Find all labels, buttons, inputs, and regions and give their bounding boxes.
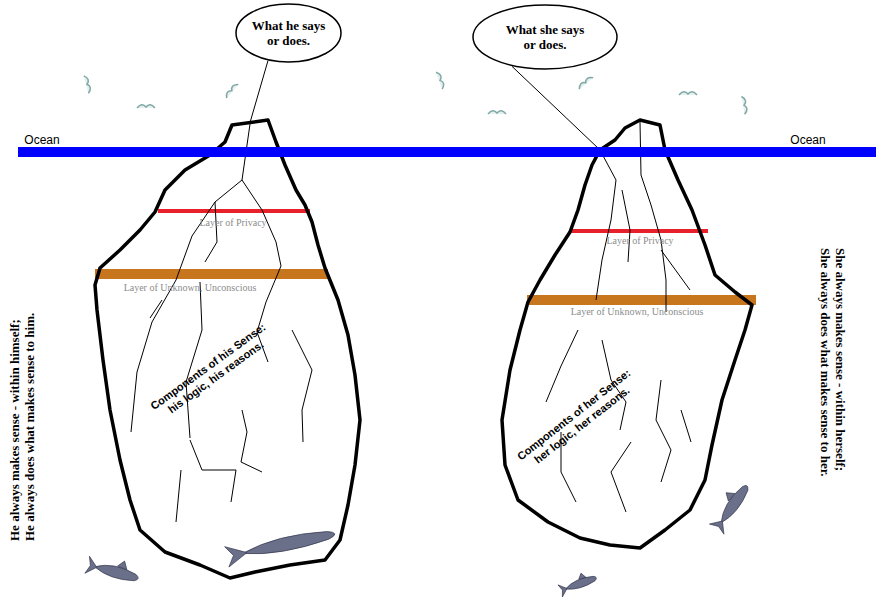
bird <box>224 82 238 98</box>
crack-lines <box>131 124 312 522</box>
privacy-line <box>570 229 708 233</box>
bubble-ellipse <box>236 4 341 62</box>
crack-line <box>640 122 666 312</box>
fish-fin <box>577 572 586 580</box>
layer-label: Layer of Privacy <box>606 235 673 247</box>
fish-body <box>241 527 336 560</box>
speech-bubble: What he says or does. <box>235 3 342 63</box>
bubble-ellipse <box>473 5 617 69</box>
layer-label: Layer of Unknown, Unconscious <box>571 306 704 318</box>
iceberg-outline <box>95 120 360 578</box>
crack-line <box>656 380 671 482</box>
unconscious-line <box>527 295 756 305</box>
crack-line <box>150 300 162 318</box>
crack-line <box>186 282 202 438</box>
bird <box>577 75 593 89</box>
shark <box>706 478 754 534</box>
fish-tail <box>225 542 250 567</box>
ocean-label: Ocean <box>24 133 59 147</box>
crack-line <box>661 250 690 290</box>
fish-tail <box>709 516 729 534</box>
crack-line <box>176 470 181 522</box>
sense-text: Components of her Sense: her logic, her … <box>513 365 643 475</box>
crack-line <box>242 180 281 266</box>
unconscious-line <box>95 269 328 279</box>
iceberg-outline <box>502 120 752 548</box>
connectors <box>250 61 600 150</box>
bird <box>84 75 92 93</box>
speech-bubble-outline <box>235 3 342 63</box>
iceberg-outline <box>502 120 752 548</box>
fish-tail <box>85 556 99 576</box>
fish-tail <box>558 582 569 596</box>
iceberg: Layer of PrivacyLayer of Unknown, Uncons… <box>95 120 360 578</box>
iceberg: Layer of PrivacyLayer of Unknown, Uncons… <box>502 120 752 548</box>
bird-flock <box>84 71 748 114</box>
bubble-tail <box>512 66 600 150</box>
bird <box>137 105 155 108</box>
crack-line <box>611 442 631 512</box>
bird <box>741 96 747 114</box>
whale <box>225 524 337 567</box>
bird <box>436 71 445 89</box>
fish-body <box>564 574 598 593</box>
fish-fin <box>723 489 735 502</box>
shark <box>85 552 142 587</box>
crack-line <box>622 190 630 262</box>
ocean-label: Ocean <box>790 133 825 147</box>
iceberg-outline <box>95 120 360 578</box>
speech-text: What she says or does. <box>472 4 618 70</box>
crack-line <box>561 432 576 502</box>
bird <box>679 92 697 95</box>
crack-lines <box>546 122 691 512</box>
speech-bubble-outline <box>472 4 618 70</box>
privacy-line <box>158 209 310 213</box>
side-note: He always makes sense - within himself; … <box>7 307 37 541</box>
ocean-line <box>18 147 876 157</box>
crack-line <box>257 266 281 362</box>
side-note: She always makes sense - within herself;… <box>818 248 848 482</box>
fish-body <box>93 561 140 584</box>
bubble-tail <box>250 61 268 123</box>
crack-line <box>596 150 616 300</box>
bird <box>488 111 506 114</box>
crack-line <box>205 202 217 262</box>
sea-creatures <box>85 478 754 597</box>
crack-line <box>131 124 250 432</box>
layer-label: Layer of Privacy <box>199 217 266 229</box>
fish-body <box>716 482 751 525</box>
speech-text: What he says or does. <box>235 3 342 63</box>
crack-line <box>681 410 691 442</box>
sense-text: Components of his Sense: his logic, his … <box>146 319 279 425</box>
crack-line <box>190 440 236 502</box>
dolphin <box>557 569 599 597</box>
fish-fin <box>117 560 129 570</box>
layer-label: Layer of Unknown, Unconscious <box>124 282 257 294</box>
speech-bubble: What she says or does. <box>472 4 618 70</box>
crack-line <box>602 340 626 430</box>
crack-line <box>241 410 262 472</box>
crack-line <box>546 330 578 402</box>
crack-line <box>292 330 312 442</box>
